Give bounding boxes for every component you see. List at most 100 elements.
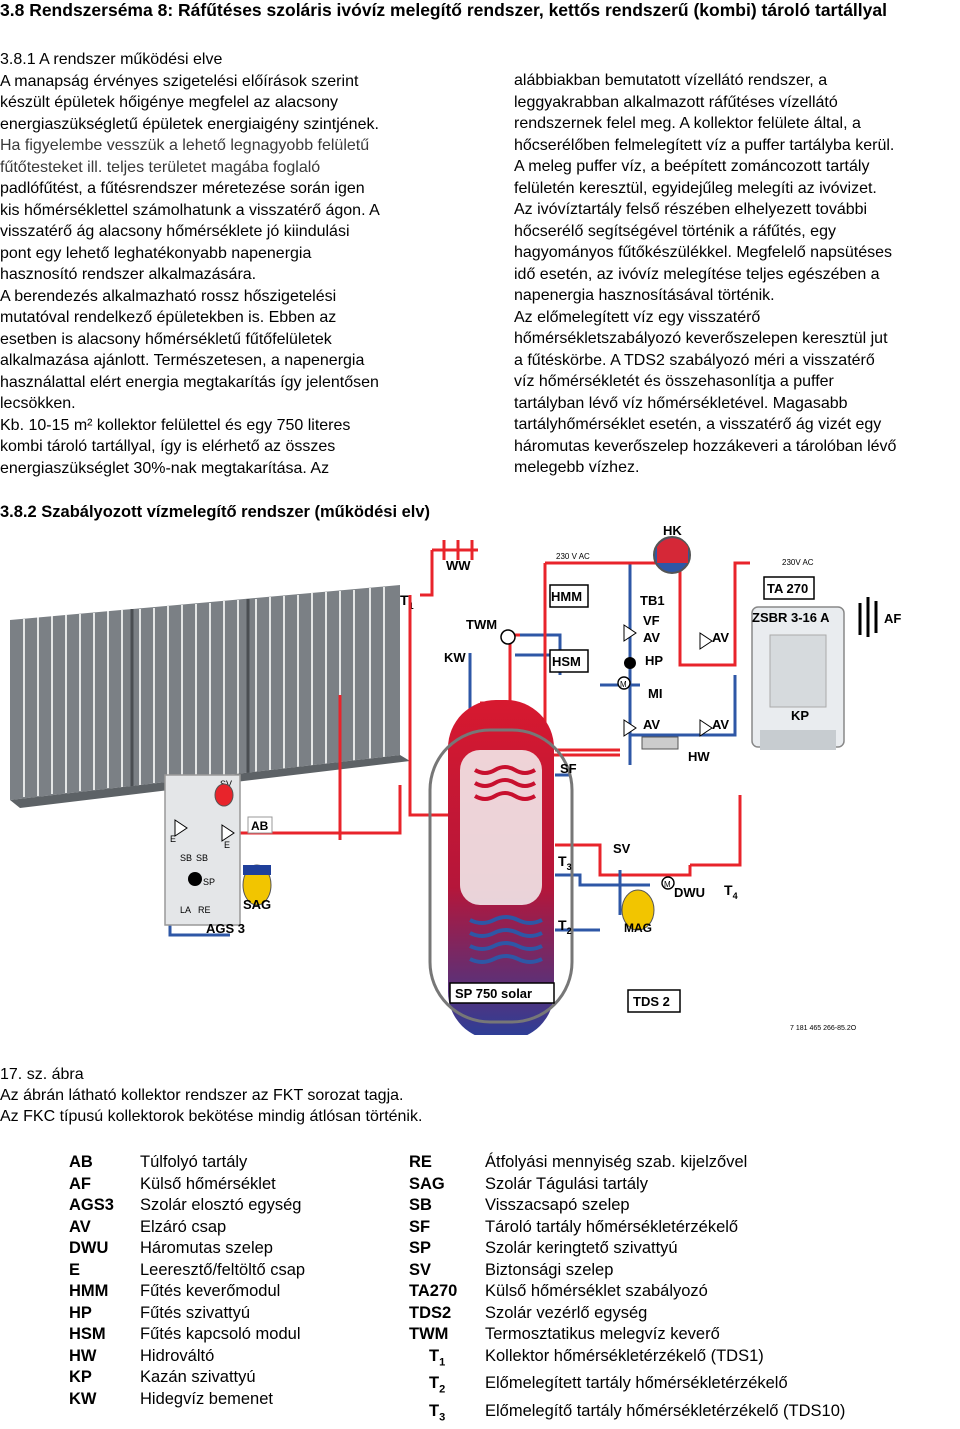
subsection-title: 3.8.2 Szabályozott vízmelegítő rendszer …	[0, 503, 431, 521]
legend-row: TWM Termosztatikus melegvíz keverő	[409, 1324, 845, 1346]
legend-code-text: RE	[409, 1153, 432, 1171]
text-line: hagyományos fűtőkészülékkel. Megfelelő n…	[514, 244, 892, 261]
text-line: rendszernek felel meg. A kollektor felül…	[514, 115, 861, 132]
legend-description: Átfolyási mennyiség szab. kijelzővel	[485, 1153, 748, 1171]
text-line: Az előmelegített víz egy visszatérő	[514, 308, 761, 326]
label-av-1: AV	[643, 630, 660, 645]
text-line: melegebb vízhez.	[514, 459, 640, 476]
label-sb-1: SB	[180, 853, 192, 863]
label-t3: T3	[558, 853, 572, 872]
hsm-module	[549, 649, 589, 673]
label-ab: AB	[251, 819, 269, 833]
label-ww: WW	[446, 558, 471, 573]
label-sp750: SP 750 solar	[455, 986, 532, 1001]
text-line: kombi tároló tartállyal, így is elérhető…	[0, 438, 336, 455]
text-line: pont egy lehető leghatékonyabb napenergi…	[0, 244, 312, 262]
label-sv-2: SV	[613, 841, 631, 856]
legend-code: HSM	[69, 1324, 140, 1346]
legend-code: SB	[409, 1195, 485, 1217]
label-tb1: TB1	[640, 593, 665, 608]
label-hsm: HSM	[552, 654, 581, 669]
legend-description: Leeresztő/feltöltő csap	[140, 1260, 306, 1279]
hmm-module	[549, 584, 589, 608]
legend-code: KP	[69, 1367, 140, 1389]
label-tds2: TDS 2	[633, 994, 670, 1009]
legend-description: Fűtés keverőmodul	[140, 1282, 281, 1300]
text-line: alkalmazása ajánlott. Természetesen, a n…	[0, 352, 365, 369]
legend-code: AGS3	[69, 1195, 140, 1217]
label-kp: KP	[791, 708, 809, 723]
legend-description: Kazán szivattyú	[140, 1368, 256, 1386]
label-e-2: E	[224, 840, 230, 850]
text-line: idő esetén, az ivóvíz melegítése teljes …	[514, 265, 880, 283]
label-av-2: AV	[643, 717, 660, 732]
mag-expansion-vessel	[621, 889, 655, 931]
legend-description: Szolár Tágulási tartály	[485, 1174, 648, 1193]
label-m-1: M	[620, 680, 627, 689]
legend-code-text: SB	[409, 1196, 432, 1214]
text-line: alábbiakban bemutatott vízellátó rendsze…	[514, 72, 828, 89]
text-line: felületén keresztül, egyidejűleg melegít…	[514, 179, 877, 197]
legend-code-text: SAG	[409, 1174, 445, 1193]
label-hk: HK	[663, 525, 682, 538]
text-line: visszatérő ág alacsony hőmérséklete jó k…	[0, 223, 350, 240]
legend-code-text: TDS2	[409, 1303, 452, 1322]
legend-code-text: TWM	[409, 1325, 449, 1343]
storage-tank-sp750	[428, 700, 574, 1035]
legend-row: SAG Szolár Tágulási tartály	[409, 1174, 845, 1196]
label-230v-a: 230 V AC	[556, 552, 590, 561]
label-t4: T4	[724, 882, 738, 901]
text-line: esetben is alacsony hőmérsékletű fűtőfel…	[0, 330, 332, 348]
legend-row: RE Átfolyási mennyiség szab. kijelzővel	[409, 1152, 845, 1174]
legend-code: TA270	[409, 1281, 485, 1303]
legend-description: Szolár elosztó egység	[140, 1196, 302, 1214]
legend-code: TWM	[409, 1324, 485, 1346]
legend-code: T3	[409, 1401, 485, 1429]
legend-description: Kollektor hőmérsékletérzékelő (TDS1)	[485, 1346, 764, 1365]
label-re: RE	[198, 905, 211, 915]
text-line: fűtőtesteket ill. teljes területet magáb…	[0, 158, 321, 176]
legend-code: AB	[69, 1152, 140, 1174]
ags3-station: SV SB SB SP LA RE E E	[164, 774, 241, 926]
text-line: Ha figyelembe vesszük a lehető legnagyob…	[0, 137, 370, 154]
label-t1: T1	[400, 592, 414, 611]
legend-code: TDS2	[409, 1303, 485, 1325]
label-hmm: HMM	[551, 589, 582, 604]
legend-code: KW	[69, 1389, 140, 1411]
legend-code: HP	[69, 1303, 140, 1325]
text-line: használattal elért energia megtakarítás …	[0, 373, 379, 391]
text-line: tartályban lévő víz hőmérsékletével. Mag…	[514, 394, 848, 412]
label-ta270: TA 270	[767, 581, 808, 596]
legend-description: Elzáró csap	[140, 1217, 227, 1236]
legend-code-text: AF	[69, 1174, 91, 1193]
label-dwu: DWU	[674, 885, 705, 900]
legend-code-text: HP	[69, 1303, 92, 1322]
legend-code-text: DWU	[69, 1239, 109, 1257]
label-av-4: AV	[712, 717, 729, 732]
tds2-controller	[627, 989, 681, 1013]
label-mag: MAG	[624, 921, 652, 935]
legend-code-text: T	[429, 1402, 440, 1421]
legend-code: AF	[69, 1174, 140, 1196]
legend-code: DWU	[69, 1238, 140, 1260]
label-m-2: M	[664, 880, 671, 889]
legend-description: Termosztatikus melegvíz keverő	[485, 1325, 720, 1343]
text-line: leggyakrabban alkalmazott ráfűtéses víze…	[514, 93, 838, 111]
legend-description: Szolár vezérlő egység	[485, 1303, 648, 1322]
text-line: tartályhőmérséklet esetén, a visszatérő …	[514, 416, 882, 433]
legend-code-text: T	[429, 1374, 440, 1393]
legend-code-text: T	[429, 1346, 440, 1365]
legend-code-text: E	[69, 1260, 81, 1279]
label-t2: T2	[558, 917, 572, 936]
label-vf: VF	[643, 613, 660, 628]
